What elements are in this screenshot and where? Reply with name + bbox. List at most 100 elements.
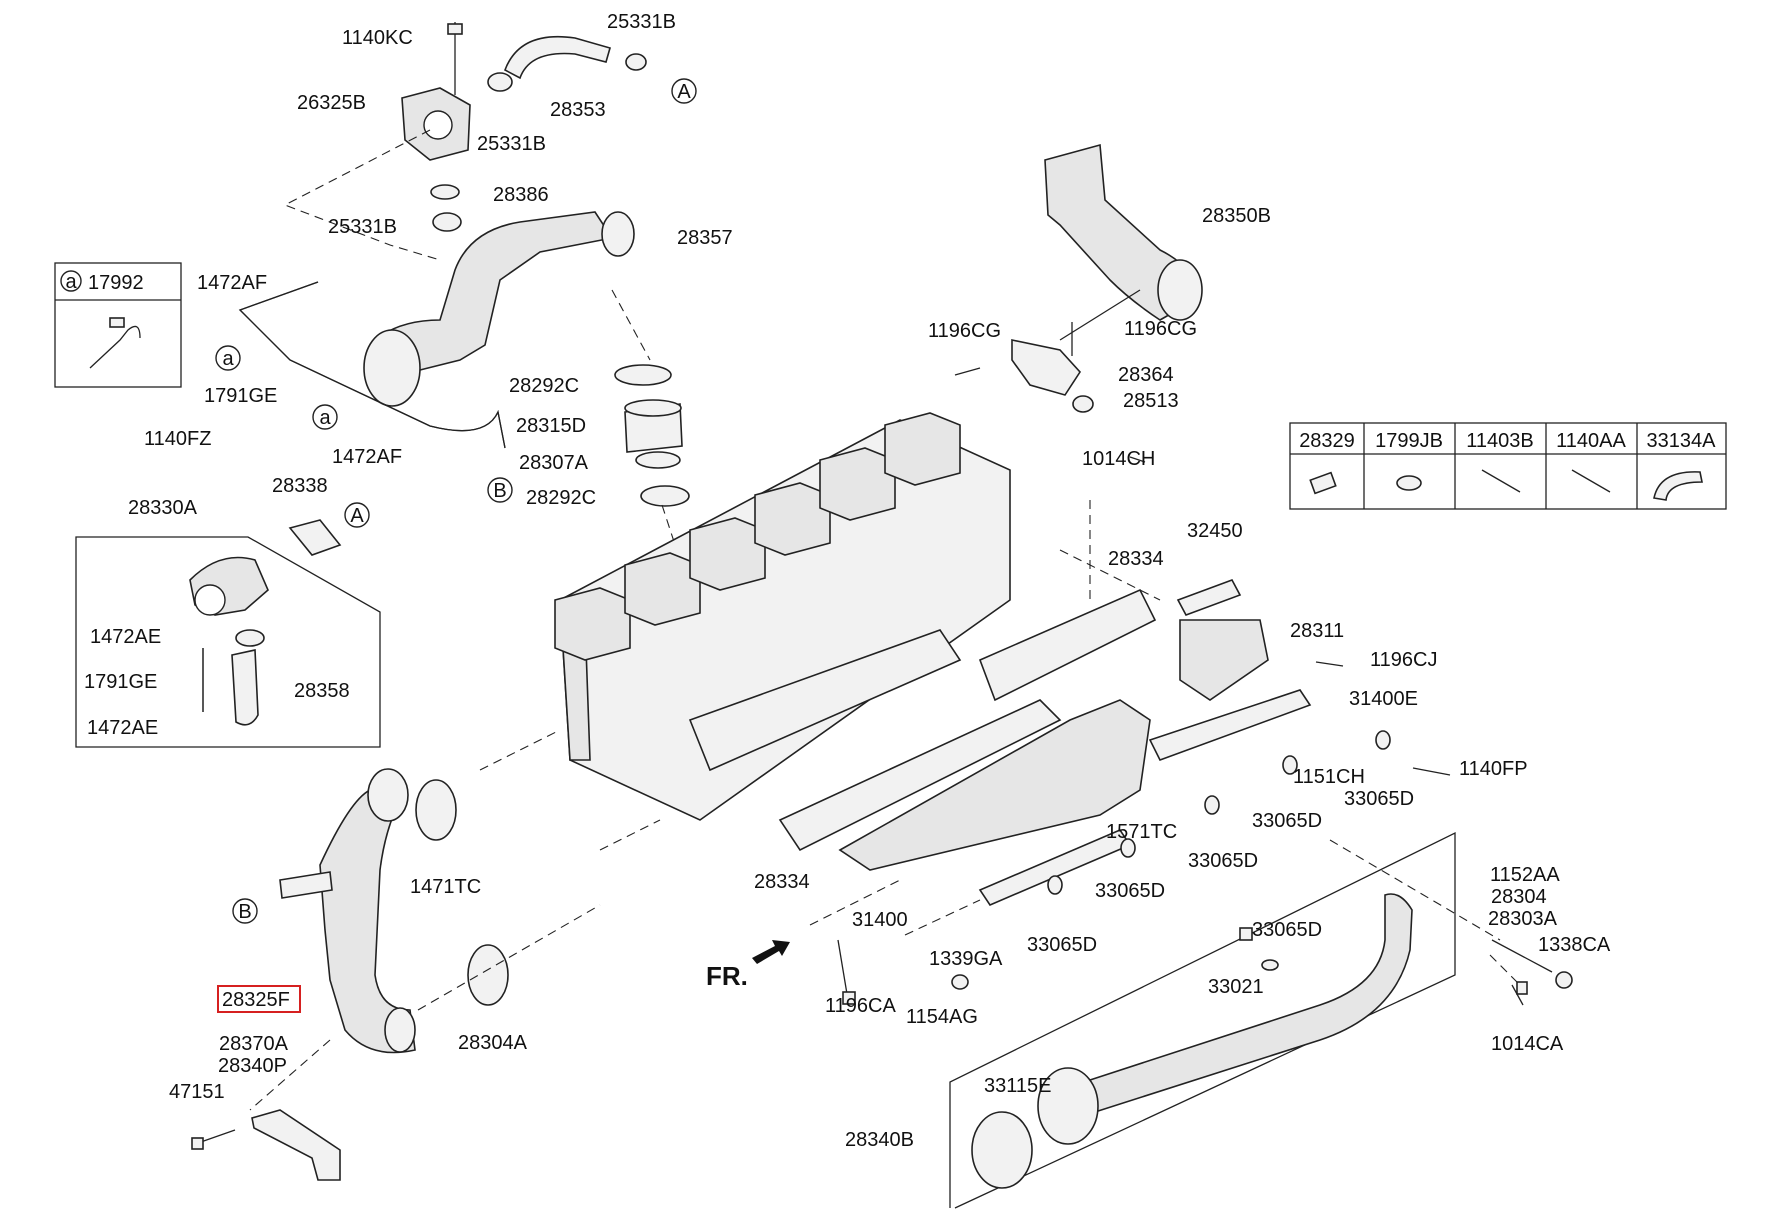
part-label-28292c: 28292C bbox=[526, 487, 596, 509]
clamp-1471TC bbox=[415, 779, 457, 841]
pipe-28357 bbox=[373, 211, 614, 376]
part-label-33065d: 33065D bbox=[1252, 919, 1322, 941]
part-label-1196ca: 1196CA bbox=[825, 995, 896, 1017]
part-label-28338: 28338 bbox=[272, 475, 328, 497]
inset-ref-letter: a bbox=[65, 271, 77, 293]
bolt-icon-1 bbox=[1481, 469, 1521, 493]
ref-letter: a bbox=[319, 407, 331, 429]
pipe-28350B bbox=[954, 143, 1203, 413]
front-arrow-icon bbox=[752, 940, 790, 964]
thermostat-assembly-box bbox=[75, 519, 381, 748]
part-label-1140fp: 1140FP bbox=[1459, 758, 1528, 780]
part-label-28340p: 28340P bbox=[218, 1055, 287, 1077]
part-label-28304a: 28304A bbox=[458, 1032, 528, 1054]
part-label-26325b: 26325B bbox=[297, 92, 366, 114]
part-label-1151ch: 1151CH bbox=[1293, 766, 1365, 788]
gasket-28338 bbox=[288, 519, 342, 556]
part-label-1338ca: 1338CA bbox=[1538, 934, 1611, 956]
part-label-28353: 28353 bbox=[550, 99, 606, 121]
highlight-28325F bbox=[217, 985, 301, 1013]
part-label-33065d: 33065D bbox=[1344, 788, 1414, 810]
part-label-28364: 28364 bbox=[1118, 364, 1174, 386]
part-label-1571tc: 1571TC bbox=[1106, 821, 1177, 843]
part-label-28330a: 28330A bbox=[128, 497, 198, 519]
ref-letter: A bbox=[677, 81, 691, 103]
ref-circle-b: B bbox=[232, 898, 258, 924]
part-label-1196cg: 1196CG bbox=[1124, 318, 1197, 340]
table-header-5: 33134A bbox=[1647, 430, 1717, 452]
front-label: FR. bbox=[706, 961, 748, 991]
ref-circle-b: B bbox=[487, 477, 513, 503]
cylinder-head bbox=[479, 412, 1312, 906]
ref-letter: a bbox=[222, 348, 234, 370]
part-label-28334: 28334 bbox=[754, 871, 810, 893]
table-header-4: 1140AA bbox=[1556, 430, 1626, 452]
hose-28353 bbox=[504, 35, 611, 80]
part-label-28307a: 28307A bbox=[519, 452, 589, 474]
ref-circle-a: A bbox=[344, 502, 370, 528]
hose-clamp-icon bbox=[1396, 475, 1422, 491]
part-label-1471tc: 1471TC bbox=[410, 876, 481, 898]
part-label-28315d: 28315D bbox=[516, 415, 586, 437]
label-sticker-icon bbox=[1309, 471, 1337, 495]
clamp-28304A bbox=[467, 944, 509, 1006]
bolt-icon-2 bbox=[1571, 469, 1611, 493]
part-label-32450: 32450 bbox=[1187, 520, 1243, 542]
pipe-28325F bbox=[191, 768, 601, 1181]
part-label-1154ag: 1154AG bbox=[906, 1006, 978, 1028]
ref-circle-a: A bbox=[671, 78, 697, 104]
part-label-1339ga: 1339GA bbox=[929, 948, 1003, 970]
part-label-28350b: 28350B bbox=[1202, 205, 1271, 227]
part-label-33021: 33021 bbox=[1208, 976, 1264, 998]
leader-lines bbox=[809, 456, 1451, 1005]
part-label-47151: 47151 bbox=[169, 1081, 225, 1103]
part-label-1791ge: 1791GE bbox=[84, 671, 157, 693]
part-label-33065d: 33065D bbox=[1188, 850, 1258, 872]
parts-table: 28329 1799JB 11403B 1140AA 33134A bbox=[1289, 422, 1727, 510]
harness-wire-icon bbox=[89, 325, 141, 369]
table-header-2: 1799JB bbox=[1375, 430, 1443, 452]
part-label-33065d: 33065D bbox=[1095, 880, 1165, 902]
table-header-1: 28329 bbox=[1299, 430, 1355, 452]
part-label-25331b: 25331B bbox=[477, 133, 546, 155]
part-label-28304: 28304 bbox=[1491, 886, 1547, 908]
part-label-28370a: 28370A bbox=[219, 1033, 289, 1055]
part-label-31400e: 31400E bbox=[1349, 688, 1418, 710]
part-label-25331b: 25331B bbox=[607, 11, 676, 33]
part-label-1152aa: 1152AA bbox=[1490, 864, 1560, 886]
seal-33115E bbox=[971, 1111, 1033, 1189]
ref-letter: B bbox=[238, 901, 251, 923]
part-label-33115e: 33115E bbox=[984, 1075, 1051, 1097]
part-label-25331b: 25331B bbox=[328, 216, 397, 238]
harness-connector-icon bbox=[109, 317, 125, 328]
part-label-28340b: 28340B bbox=[845, 1129, 914, 1151]
inset-part-number: 17992 bbox=[88, 272, 144, 294]
part-label-1014ca: 1014CA bbox=[1491, 1033, 1564, 1055]
part-label-1472ae: 1472AE bbox=[87, 717, 158, 739]
ref-letter: A bbox=[350, 505, 364, 527]
part-label-1472ae: 1472AE bbox=[90, 626, 161, 648]
part-label-1472af: 1472AF bbox=[332, 446, 402, 468]
reference-circles: Aa aB A B bbox=[215, 78, 697, 924]
inset-box-17992: a 17992 bbox=[54, 262, 182, 388]
part-label-1791ge: 1791GE bbox=[204, 385, 277, 407]
part-label-33065d: 33065D bbox=[1027, 934, 1097, 956]
ref-circle-a: a bbox=[312, 404, 338, 430]
ref-letter: B bbox=[493, 480, 506, 502]
front-direction-indicator: FR. bbox=[706, 940, 790, 991]
part-label-1014ch: 1014CH bbox=[1082, 448, 1155, 470]
part-label-28513: 28513 bbox=[1123, 390, 1179, 412]
part-label-1140fz: 1140FZ bbox=[144, 428, 211, 450]
hose-icon bbox=[1653, 471, 1703, 501]
part-label-28311: 28311 bbox=[1290, 620, 1344, 642]
part-label-28292c: 28292C bbox=[509, 375, 579, 397]
part-label-31400: 31400 bbox=[852, 909, 908, 931]
part-label-28325f: 28325F bbox=[222, 989, 290, 1011]
inset-ref-circle bbox=[60, 270, 82, 292]
part-label-28334: 28334 bbox=[1108, 548, 1164, 570]
part-label-33065d: 33065D bbox=[1252, 810, 1322, 832]
ref-circle-a: a bbox=[215, 345, 241, 371]
part-label-1196cg: 1196CG bbox=[928, 320, 1001, 342]
